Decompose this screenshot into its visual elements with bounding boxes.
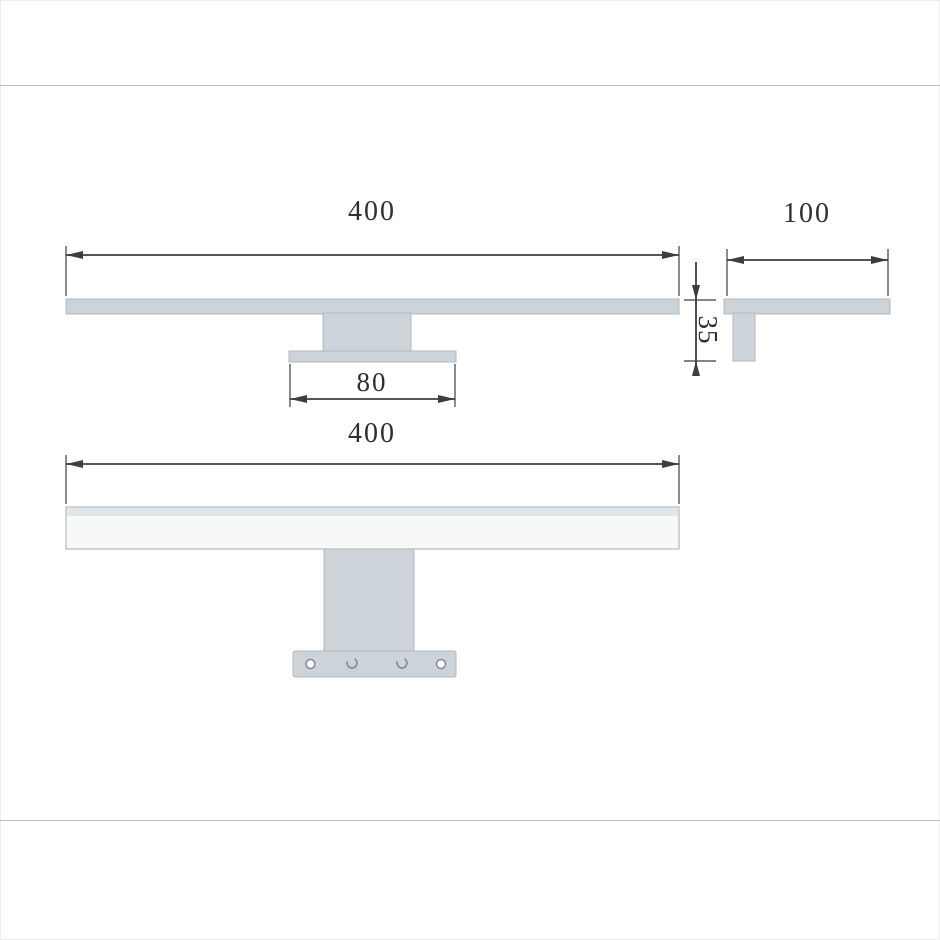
front-view-top-strip bbox=[67, 508, 678, 516]
front-view-mount-stem bbox=[323, 548, 415, 653]
dim-35 bbox=[684, 262, 716, 376]
keyhole-slot-right bbox=[396, 658, 408, 669]
frame-line-top bbox=[0, 85, 940, 86]
frame-line-bottom bbox=[0, 820, 940, 821]
side-view-mount-leg bbox=[732, 312, 756, 362]
arrowhead-left bbox=[290, 395, 307, 403]
front-view-mount-plate bbox=[292, 650, 457, 678]
arrowhead-bottom bbox=[692, 361, 700, 376]
screw-hole-right bbox=[435, 658, 447, 670]
arrowhead-left bbox=[727, 256, 744, 264]
dim-label-side-depth: 100 bbox=[783, 198, 831, 229]
arrowhead-right bbox=[438, 395, 455, 403]
screw-hole-left bbox=[305, 658, 316, 670]
side-view-lamp-bar bbox=[723, 298, 891, 315]
side-view bbox=[723, 298, 891, 362]
top-view-lamp-bar bbox=[65, 298, 680, 315]
dim-label-top-width: 400 bbox=[348, 196, 396, 227]
dim-400-top bbox=[65, 246, 680, 296]
top-view bbox=[65, 298, 680, 363]
dim-label-side-height: 35 bbox=[693, 315, 723, 345]
dim-label-front-width: 400 bbox=[348, 418, 396, 449]
arrowhead-top bbox=[692, 285, 700, 300]
top-view-mount-flange bbox=[288, 350, 457, 363]
arrowhead-left bbox=[66, 251, 83, 259]
arrowhead-right bbox=[662, 460, 679, 468]
dim-80 bbox=[289, 364, 456, 407]
dim-400-front bbox=[65, 455, 680, 504]
dim-label-base-width: 80 bbox=[356, 367, 388, 397]
top-view-mount-stem bbox=[322, 312, 412, 352]
dim-100 bbox=[726, 249, 889, 296]
arrowhead-left bbox=[66, 460, 83, 468]
keyhole-slot-left bbox=[346, 658, 358, 669]
arrowhead-right bbox=[662, 251, 679, 259]
front-view bbox=[65, 506, 680, 678]
arrowhead-right bbox=[871, 256, 888, 264]
